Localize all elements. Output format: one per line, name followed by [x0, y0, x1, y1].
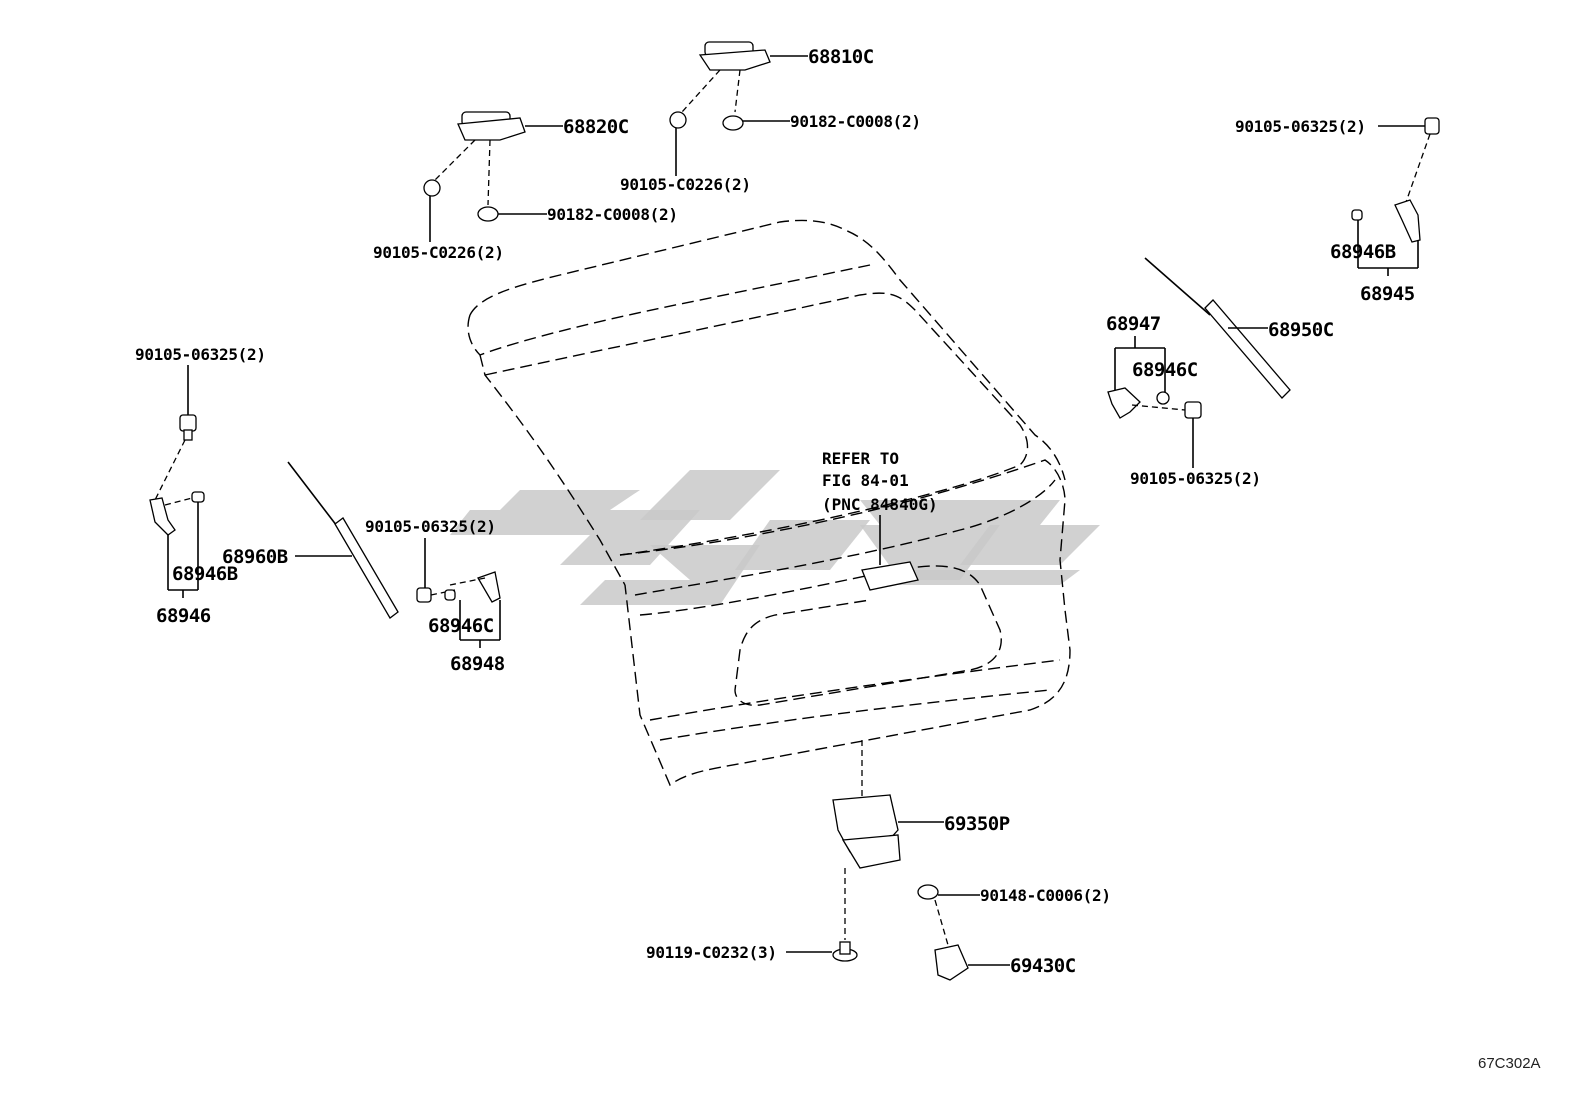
refer-text-line1: REFER TO: [822, 449, 899, 468]
bracket-68946: [149, 491, 205, 598]
bracket-68948: [416, 538, 501, 648]
watermark-logo: [450, 470, 1100, 605]
label-90105-C0226-top: 90105-C0226(2): [620, 175, 751, 194]
label-68960B: 68960B: [222, 546, 288, 568]
bolt-90105-06325-left: [154, 365, 197, 501]
label-90182-left: 90182-C0008(2): [547, 205, 678, 224]
label-68950C: 68950C: [1268, 319, 1334, 341]
label-90119: 90119-C0232(3): [646, 943, 777, 962]
label-90105-06325-mid: 90105-06325(2): [365, 517, 496, 536]
label-68820C: 68820C: [563, 116, 629, 138]
label-90105-06325-left: 90105-06325(2): [135, 345, 266, 364]
bolt-90119: [786, 941, 858, 962]
label-90105-06325-top-right: 90105-06325(2): [1235, 117, 1366, 136]
striker-69430C: [934, 944, 1010, 981]
refer-text-line2: FIG 84-01: [822, 471, 909, 490]
switch-84840G: [861, 515, 919, 591]
label-69350P: 69350P: [944, 813, 1010, 835]
nut-90182-top: [722, 115, 790, 131]
label-68946: 68946: [156, 605, 211, 627]
bolt-90148: [917, 884, 980, 946]
label-69430C: 69430C: [1010, 955, 1076, 977]
refer-text-line3: (PNC 84840G): [822, 495, 938, 514]
label-68947: 68947: [1106, 313, 1161, 335]
bolt-90105-C0226-top: [669, 111, 687, 176]
strut-68950C: [1144, 257, 1291, 399]
strut-68960B: [287, 461, 399, 619]
label-90148: 90148-C0006(2): [980, 886, 1111, 905]
label-68946B-left: 68946B: [172, 563, 238, 585]
label-90182-top: 90182-C0008(2): [790, 112, 921, 131]
label-68810C: 68810C: [808, 46, 874, 68]
hinge-68820C: [434, 111, 563, 206]
back-door-panel: [467, 219, 1071, 787]
bolt-90105-C0226-left: [423, 179, 441, 242]
bracket-68947: [1107, 336, 1202, 468]
bracket-68945: [1351, 199, 1421, 276]
bolt-90105-06325-top-right: [1378, 117, 1440, 206]
label-90105-06325-right: 90105-06325(2): [1130, 469, 1261, 488]
lock-69350P: [832, 740, 944, 940]
label-68945: 68945: [1360, 283, 1415, 305]
label-68946B-right: 68946B: [1330, 241, 1396, 263]
label-68946C-left: 68946C: [428, 615, 494, 637]
label-90105-C0226-left: 90105-C0226(2): [373, 243, 504, 262]
label-68946C-right: 68946C: [1132, 359, 1198, 381]
hinge-68810C: [681, 41, 808, 113]
figure-code: 67C302A: [1478, 1055, 1541, 1072]
label-68948: 68948: [450, 653, 505, 675]
nut-90182-left: [477, 206, 547, 222]
